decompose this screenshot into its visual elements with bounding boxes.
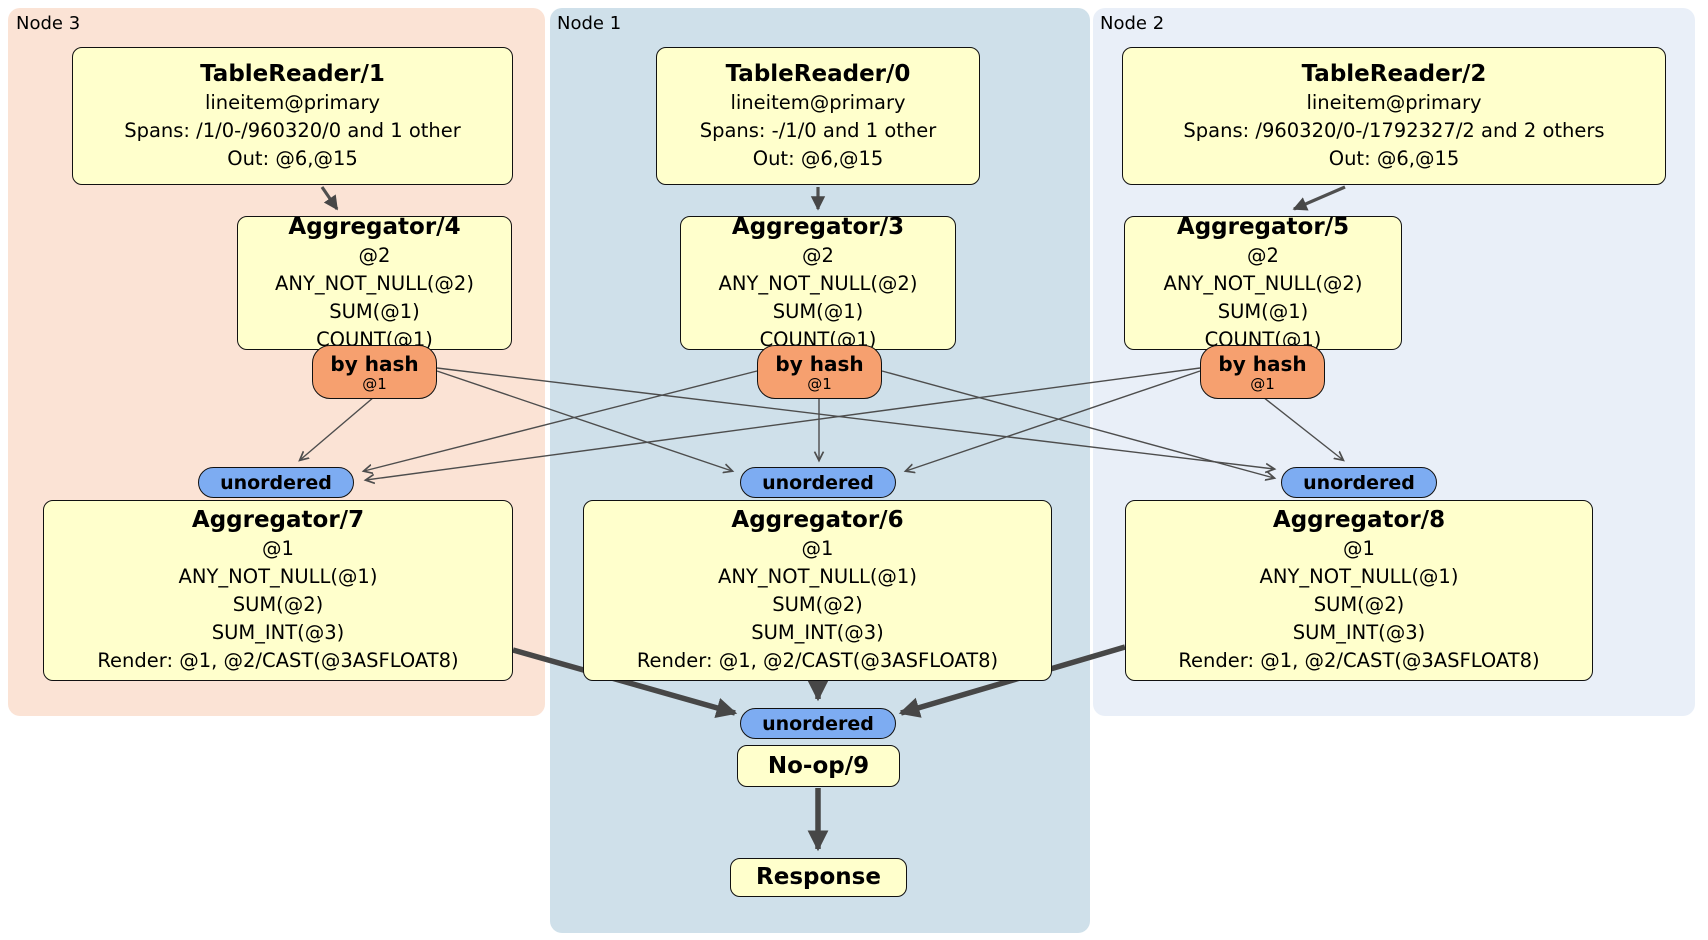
node-out: Out: @6,@15 — [752, 146, 884, 170]
node-aggregator-5: Aggregator/5 @2 ANY_NOT_NULL(@2) SUM(@1)… — [1124, 213, 1402, 351]
node-title: Response — [756, 864, 881, 890]
node-aggregator-8: Aggregator/8 @1 ANY_NOT_NULL(@1) SUM(@2)… — [1125, 500, 1593, 681]
node-agg-fn: SUM(@2) — [232, 593, 324, 616]
router-label: by hash — [330, 351, 419, 376]
node-groupcols: @2 — [1247, 243, 1279, 267]
router-by-hash-node3: by hash @1 — [312, 345, 437, 399]
stream-unordered-node3: unordered — [198, 467, 354, 498]
node-out: Out: @6,@15 — [227, 146, 358, 170]
node-agg-fn: SUM(@1) — [772, 299, 864, 323]
node-tablereader-2: TableReader/2 lineitem@primary Spans: /9… — [1122, 47, 1666, 185]
stream-unordered-final: unordered — [740, 708, 896, 739]
node-agg-fn: SUM(@2) — [772, 593, 863, 616]
router-cols: @1 — [362, 374, 387, 393]
node-index: lineitem@primary — [204, 90, 381, 114]
node-groupcols: @2 — [802, 243, 834, 267]
node-response: Response — [730, 858, 907, 897]
router-cols: @1 — [1250, 374, 1275, 393]
node-aggregator-6: Aggregator/6 @1 ANY_NOT_NULL(@1) SUM(@2)… — [583, 500, 1052, 681]
node-title: Aggregator/4 — [288, 213, 461, 240]
node-title: No-op/9 — [767, 752, 870, 779]
router-by-hash-node1: by hash @1 — [757, 345, 882, 399]
node-tablereader-1: TableReader/1 lineitem@primary Spans: /1… — [72, 47, 513, 185]
node-agg-fn: SUM(@2) — [1313, 593, 1405, 616]
node-index: lineitem@primary — [730, 90, 906, 114]
node-agg-fn: SUM_INT(@3) — [751, 621, 884, 644]
node-agg-fn: SUM(@1) — [1217, 299, 1309, 323]
node-groupcols: @1 — [262, 537, 294, 560]
router-by-hash-node2: by hash @1 — [1200, 345, 1325, 399]
node-title: Aggregator/6 — [731, 507, 904, 533]
node-tablereader-0: TableReader/0 lineitem@primary Spans: -/… — [656, 47, 980, 185]
node-title: Aggregator/8 — [1272, 507, 1446, 533]
node-render: Render: @1, @2/CAST(@3ASFLOAT8) — [636, 649, 999, 672]
node-agg-fn: COUNT(@1) — [1204, 327, 1322, 351]
node-agg-fn: ANY_NOT_NULL(@2) — [275, 271, 474, 295]
node-agg-fn: ANY_NOT_NULL(@1) — [178, 565, 378, 588]
node-noop-9: No-op/9 — [737, 745, 900, 787]
node-out: Out: @6,@15 — [1328, 146, 1460, 170]
node-aggregator-3: Aggregator/3 @2 ANY_NOT_NULL(@2) SUM(@1)… — [680, 213, 956, 351]
panel-label-node1: Node 1 — [557, 13, 622, 34]
router-label: by hash — [1218, 351, 1307, 376]
router-label: by hash — [775, 351, 864, 376]
node-spans: Spans: /1/0-/960320/0 and 1 other — [124, 118, 461, 142]
node-agg-fn: COUNT(@1) — [316, 327, 433, 351]
node-agg-fn: COUNT(@1) — [759, 327, 877, 351]
node-spans: Spans: -/1/0 and 1 other — [699, 118, 937, 142]
node-groupcols: @1 — [801, 537, 834, 560]
node-title: Aggregator/5 — [1176, 213, 1350, 240]
node-title: Aggregator/3 — [731, 213, 905, 240]
node-title: TableReader/2 — [1301, 60, 1487, 87]
node-groupcols: @1 — [1343, 537, 1375, 560]
node-title: TableReader/1 — [200, 60, 385, 87]
node-aggregator-4: Aggregator/4 @2 ANY_NOT_NULL(@2) SUM(@1)… — [237, 213, 512, 351]
node-render: Render: @1, @2/CAST(@3ASFLOAT8) — [1178, 649, 1540, 672]
node-spans: Spans: /960320/0-/1792327/2 and 2 others — [1183, 118, 1605, 142]
panel-label-node2: Node 2 — [1100, 13, 1165, 34]
router-cols: @1 — [807, 374, 832, 393]
node-groupcols: @2 — [358, 243, 391, 267]
node-agg-fn: ANY_NOT_NULL(@1) — [1259, 565, 1459, 588]
node-agg-fn: ANY_NOT_NULL(@1) — [718, 565, 917, 588]
node-title: Aggregator/7 — [191, 507, 365, 533]
node-agg-fn: ANY_NOT_NULL(@2) — [1163, 271, 1363, 295]
node-agg-fn: SUM(@1) — [329, 299, 420, 323]
node-aggregator-7: Aggregator/7 @1 ANY_NOT_NULL(@1) SUM(@2)… — [43, 500, 513, 681]
node-title: TableReader/0 — [725, 60, 911, 87]
node-agg-fn: SUM_INT(@3) — [211, 621, 345, 644]
node-agg-fn: ANY_NOT_NULL(@2) — [718, 271, 918, 295]
node-index: lineitem@primary — [1306, 90, 1482, 114]
panel-label-node3: Node 3 — [16, 13, 81, 34]
stream-unordered-node2: unordered — [1281, 467, 1437, 498]
stream-unordered-node1: unordered — [740, 467, 896, 498]
node-agg-fn: SUM_INT(@3) — [1292, 621, 1426, 644]
node-render: Render: @1, @2/CAST(@3ASFLOAT8) — [97, 649, 459, 672]
